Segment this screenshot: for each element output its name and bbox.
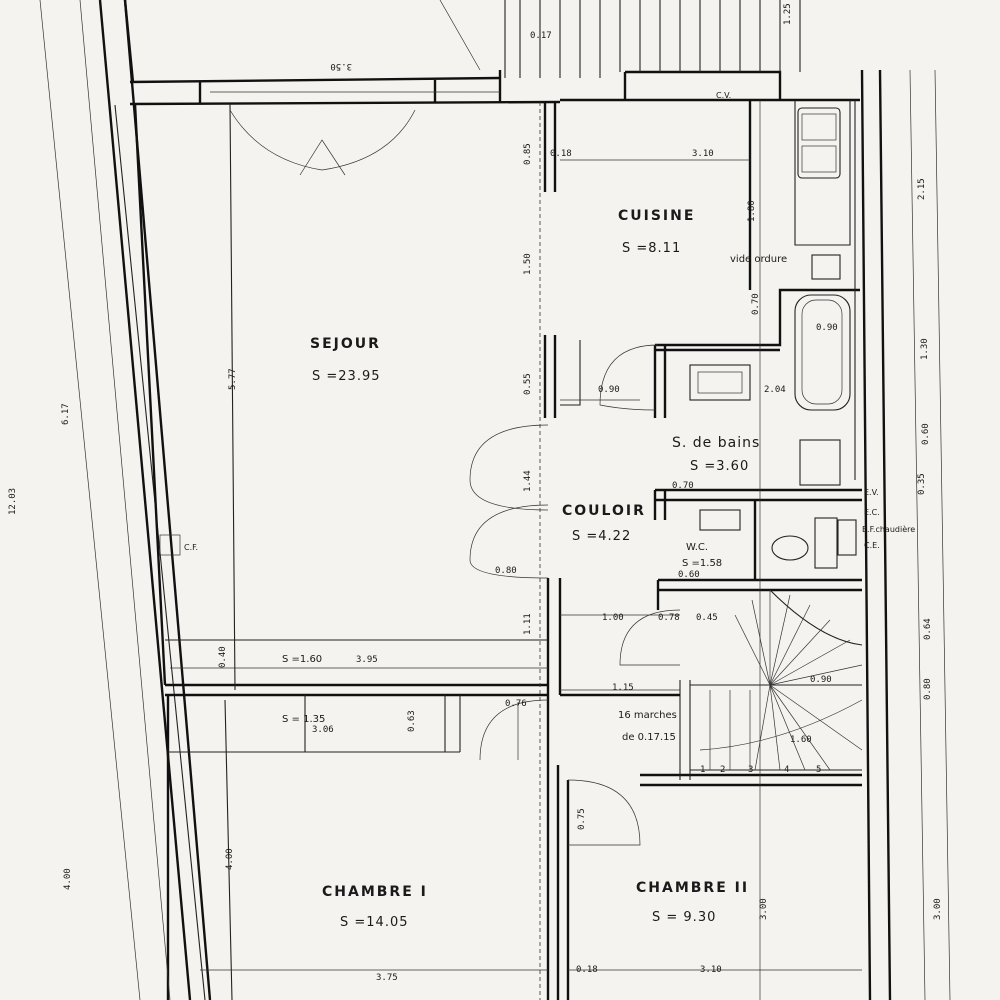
dim-078: 0.78 — [658, 613, 680, 623]
dim-top-125: 1.25 — [783, 3, 793, 25]
dim-300b: 3.00 — [933, 898, 943, 920]
dim-040: 0.40 — [218, 646, 228, 668]
dim-045: 0.45 — [696, 613, 718, 623]
placard1-area: S =1.60 — [282, 654, 322, 665]
sink-icon — [797, 107, 841, 179]
doors — [229, 109, 681, 846]
dim-left-1203: 12.03 — [8, 488, 18, 515]
dim-cuisine-310: 3.10 — [692, 149, 714, 159]
dimension-lines — [39, 0, 951, 1000]
fixtures — [159, 107, 857, 569]
couloir-area: S =4.22 — [572, 529, 631, 544]
dim-cuisine-018: 0.18 — [550, 149, 572, 159]
stair-number: 3 — [748, 765, 753, 775]
interior-walls — [133, 100, 862, 1000]
dim-144: 1.44 — [523, 470, 533, 492]
chaudiere-label: E.F.chaudière — [862, 524, 915, 534]
dim-090: 0.90 — [598, 385, 620, 395]
dim-090b: 0.90 — [816, 323, 838, 333]
chambre2-area: S = 9.30 — [652, 910, 716, 925]
dim-400b: 4.00 — [63, 868, 73, 890]
top-steps — [439, 0, 801, 78]
dim-115: 1.15 — [612, 683, 634, 693]
bathtub-icon — [794, 294, 851, 411]
dim-075: 0.75 — [577, 808, 587, 830]
cf-label: C.F. — [184, 543, 198, 552]
dim-055: 0.55 — [523, 373, 533, 395]
marches-label-1: 16 marches — [618, 710, 677, 721]
annotations: vide ordure E.F.chaudière 16 marches de … — [184, 91, 915, 743]
dim-063: 0.63 — [407, 710, 417, 732]
dim-080r: 0.80 — [923, 678, 933, 700]
dim-064: 0.64 — [923, 618, 933, 640]
dim-070b: 0.70 — [672, 481, 694, 491]
dim-160: 1.60 — [790, 735, 812, 745]
dim-top-350: 3.50 — [330, 61, 352, 71]
cv-label: C.V. — [716, 91, 731, 100]
stair-number: 5 — [816, 765, 821, 775]
dim-060r: 0.60 — [921, 423, 931, 445]
dim-070: 0.70 — [751, 293, 761, 315]
dim-018: 0.18 — [576, 965, 598, 975]
ec-label: E.C. — [864, 508, 880, 517]
dim-111: 1.11 — [523, 613, 533, 635]
sejour-name: SEJOUR — [310, 336, 381, 352]
dim-right-130: 1.30 — [920, 338, 930, 360]
dim-310b: 3.10 — [700, 965, 722, 975]
dim-cuisine-085: 0.85 — [523, 143, 533, 165]
dim-306: 3.06 — [312, 725, 334, 735]
dim-right-215: 2.15 — [917, 178, 927, 200]
bain-name: S. de bains — [672, 435, 760, 451]
toilet-icon — [771, 535, 809, 561]
dimension-text: 3.50 1.25 0.17 3.10 0.18 0.85 1.80 1.50 … — [8, 3, 943, 983]
sejour-area: S =23.95 — [312, 369, 381, 384]
dim-400a: 4.00 — [225, 848, 235, 870]
dim-204: 2.04 — [764, 385, 786, 395]
stair-number: 1 — [700, 765, 705, 775]
bain-area: S =3.60 — [690, 459, 749, 474]
stair-number: 4 — [784, 765, 789, 775]
chambre1-area: S =14.05 — [340, 915, 409, 930]
marches-label-2: de 0.17.15 — [622, 732, 676, 743]
wc-name: W.C. — [686, 542, 708, 553]
ce-label: C.E. — [864, 541, 880, 550]
dim-090c: 0.90 — [810, 675, 832, 685]
wc-area: S =1.58 — [682, 558, 722, 569]
chambre2-name: CHAMBRE II — [636, 880, 749, 896]
dim-100: 1.00 — [602, 613, 624, 623]
dim-395: 3.95 — [356, 655, 378, 665]
dim-300: 3.00 — [759, 898, 769, 920]
dim-375: 3.75 — [376, 973, 398, 983]
dim-060: 0.60 — [678, 570, 700, 580]
ev-label: E.V. — [864, 488, 879, 497]
cuisine-name: CUISINE — [618, 208, 695, 224]
dim-left-577: 5.77 — [228, 368, 238, 390]
dim-076: 0.76 — [505, 699, 527, 709]
dim-080: 0.80 — [495, 566, 517, 576]
dim-cuisine-180: 1.80 — [747, 200, 757, 222]
staircase — [690, 589, 863, 771]
dim-left-617: 6.17 — [61, 403, 71, 425]
dim-top-017: 0.17 — [530, 31, 552, 41]
couloir-name: COULOIR — [562, 503, 646, 519]
stair-number: 2 — [720, 765, 725, 775]
vide-ordure-label: vide ordure — [730, 254, 787, 265]
chambre1-name: CHAMBRE I — [322, 884, 428, 900]
boiler-icon — [837, 519, 857, 556]
room-labels: SEJOUR S =23.95 CUISINE S =8.11 S. de ba… — [282, 208, 760, 930]
dim-sejour-150: 1.50 — [523, 253, 533, 275]
cuisine-area: S =8.11 — [622, 241, 681, 256]
stair-numbers: 1 2 3 4 5 — [700, 765, 821, 775]
placard2-area: S = 1.35 — [282, 714, 325, 725]
dim-035: 0.35 — [917, 473, 927, 495]
